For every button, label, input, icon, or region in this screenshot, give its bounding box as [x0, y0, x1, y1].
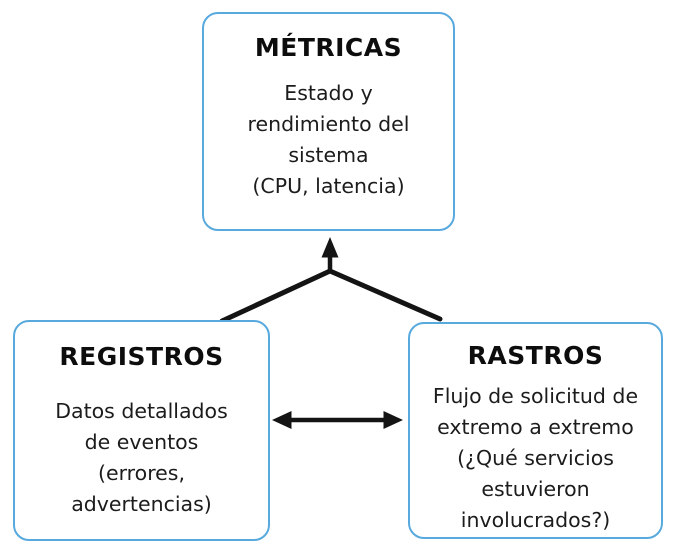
node-text-line: Flujo de solicitud de	[432, 384, 639, 408]
node-text-line: advertencias)	[71, 492, 212, 516]
merge-lines-logs-traces-to-metrics	[219, 268, 443, 324]
node-text-line: rendimiento del	[247, 112, 410, 136]
arrowhead-right-icon	[383, 411, 403, 429]
node-registros-body: Datos detallados de eventos (errores, ad…	[15, 396, 268, 520]
arrowhead-up-icon	[321, 237, 339, 258]
node-metricas-title: MÉTRICAS	[254, 33, 403, 62]
arrowhead-left-icon	[272, 411, 292, 429]
node-text-line: Datos detallados	[55, 399, 228, 423]
node-metricas: MÉTRICAS Estado y rendimiento del sistem…	[202, 12, 455, 231]
node-text-line: sistema	[288, 143, 369, 167]
node-rastros: RASTROS Flujo de solicitud de extremo a …	[408, 322, 663, 539]
node-text-line: estuvieron	[481, 477, 590, 501]
node-registros: REGISTROS Datos detallados de eventos (e…	[13, 320, 270, 541]
node-text-line: extremo a extremo	[437, 415, 634, 439]
node-text-line: Estado y	[284, 81, 373, 105]
node-rastros-body: Flujo de solicitud de extremo a extremo …	[410, 381, 661, 536]
node-text-line: de eventos	[84, 430, 199, 454]
node-rastros-title: RASTROS	[467, 341, 604, 370]
node-text-line: (¿Qué servicios	[457, 446, 614, 470]
node-metricas-body: Estado y rendimiento del sistema (CPU, l…	[204, 78, 453, 202]
node-registros-title: REGISTROS	[59, 342, 224, 371]
node-text-line: (errores,	[98, 461, 185, 485]
node-text-line: involucrados?)	[460, 508, 611, 532]
node-text-line: (CPU, latencia)	[252, 174, 405, 198]
